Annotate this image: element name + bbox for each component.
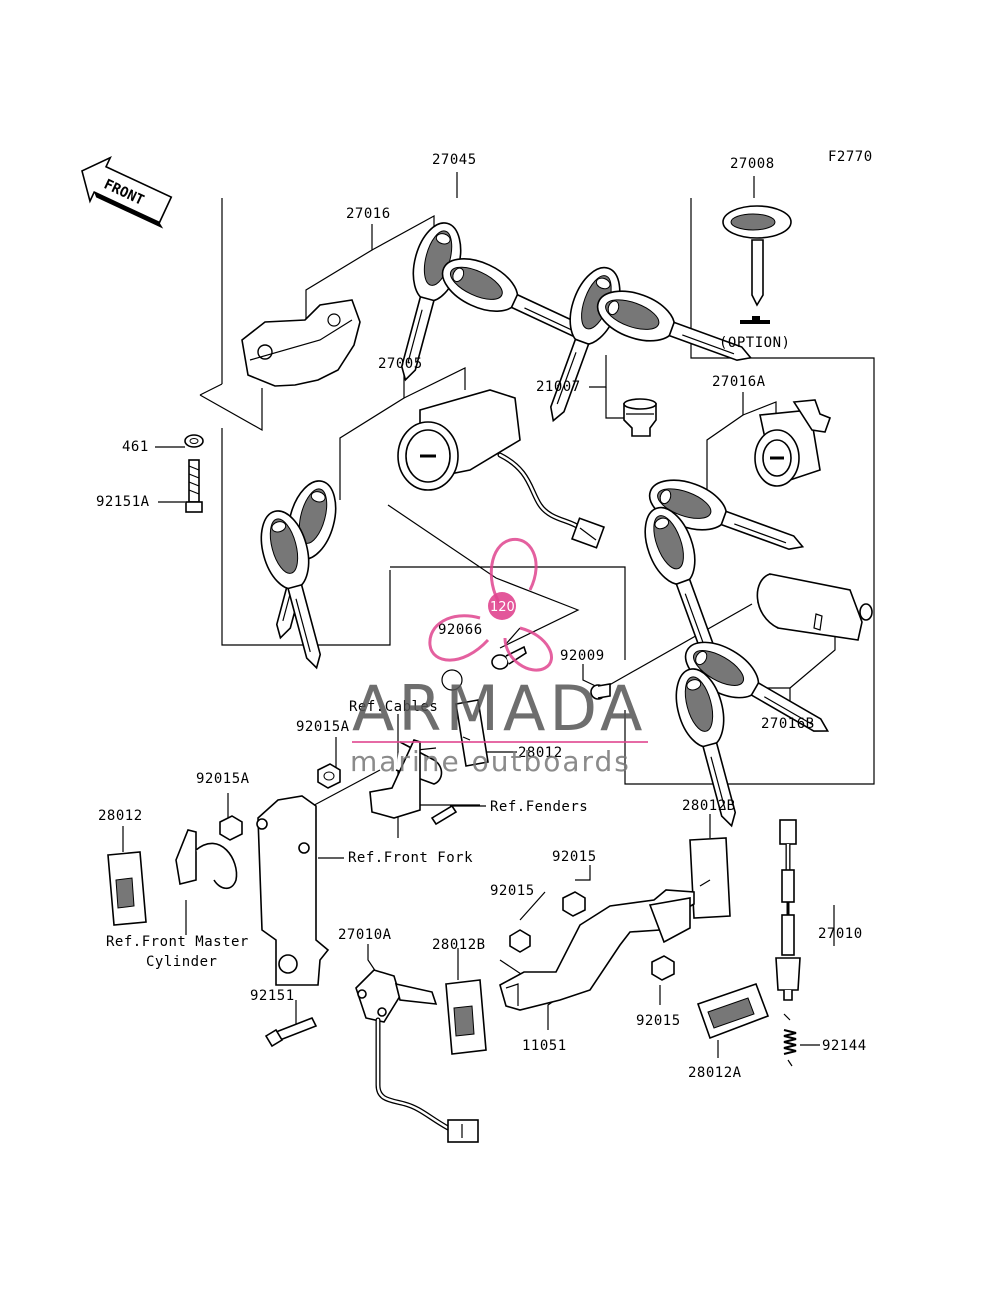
nut-92015-a: [562, 891, 586, 917]
key-set-2-b: [590, 280, 759, 380]
label-27016A: 27016A: [712, 374, 766, 390]
ignition-switch: [397, 389, 606, 549]
ref-fenders: Ref.Fenders: [490, 799, 588, 815]
key-27008: [722, 205, 792, 239]
screw-92009: [590, 683, 611, 700]
label-11051: 11051: [522, 1038, 567, 1054]
pad-28012A: [696, 982, 770, 1040]
label-27016: 27016: [346, 206, 391, 222]
label-21007: 21007: [536, 379, 581, 395]
label-92066: 92066: [438, 622, 483, 638]
nut-92015-c: [651, 955, 675, 981]
label-92151: 92151: [250, 988, 295, 1004]
label-28012A: 28012A: [688, 1065, 742, 1081]
label-92015A-left: 92015A: [196, 771, 250, 787]
bolt-92151A: [185, 459, 203, 513]
ref-cables: Ref.Cables: [349, 699, 438, 715]
nut-92015A-left: [219, 815, 243, 841]
watermark: 120 ARMADA marine outboards: [350, 537, 648, 778]
label-92009: 92009: [560, 648, 605, 664]
ref-master-cylinder-line2: Cylinder: [146, 954, 217, 970]
label-28012B-lower: 28012B: [432, 937, 486, 953]
pad-28012-upper: [455, 699, 489, 767]
cable-bracket: [369, 739, 443, 819]
front-arrow-icon: FRONT: [81, 155, 173, 229]
watermark-badge: 120: [490, 600, 515, 615]
ref-master-cylinder-line1: Ref.Front Master: [106, 934, 249, 950]
watermark-title: ARMADA: [352, 672, 646, 745]
spring-92144: [783, 1013, 797, 1067]
label-27016B: 27016B: [761, 716, 815, 732]
bolt-92151: [264, 1016, 318, 1048]
key-set-2-a: [531, 260, 631, 429]
seat-lock: [754, 399, 832, 487]
bracket-11051: [499, 889, 695, 1011]
ref-front-fork: Ref.Front Fork: [348, 850, 473, 866]
label-92151A: 92151A: [96, 494, 150, 510]
nut-92015A-upper: [317, 763, 341, 789]
label-27045: 27045: [432, 152, 477, 168]
label-92015-b: 92015: [490, 883, 535, 899]
label-92015-a: 92015: [552, 849, 597, 865]
pad-28012B-upper: [689, 837, 731, 919]
option-label: (OPTION): [719, 335, 790, 351]
fork-stay: [256, 795, 330, 986]
washer-461: [184, 434, 204, 448]
figure-code: F2770: [828, 149, 873, 165]
lock-housing: [241, 299, 361, 387]
label-461: 461: [122, 439, 149, 455]
cap-21007: [623, 398, 657, 437]
propeller-logo-icon: [428, 537, 553, 672]
master-cylinder-bracket: [175, 829, 238, 890]
label-92015-c: 92015: [636, 1013, 681, 1029]
screw-92066: [491, 645, 527, 670]
label-28012B-upper: 28012B: [682, 798, 736, 814]
pad-28012B-lower: [445, 979, 487, 1055]
label-27005: 27005: [378, 356, 423, 372]
label-27008: 27008: [730, 156, 775, 172]
watermark-subtitle: marine outboards: [350, 745, 631, 778]
label-28012-upper: 28012: [518, 745, 563, 761]
switch-27010: [775, 819, 801, 1001]
label-92144: 92144: [822, 1038, 867, 1054]
pad-28012-left: [107, 851, 147, 926]
label-92015A-upper: 92015A: [296, 719, 350, 735]
label-27010A: 27010A: [338, 927, 392, 943]
lock-27016B: [756, 573, 873, 641]
nut-92015-b: [509, 929, 531, 953]
label-28012-left: 28012: [98, 808, 143, 824]
switch-27010A: [355, 969, 479, 1143]
label-27010: 27010: [818, 926, 863, 942]
